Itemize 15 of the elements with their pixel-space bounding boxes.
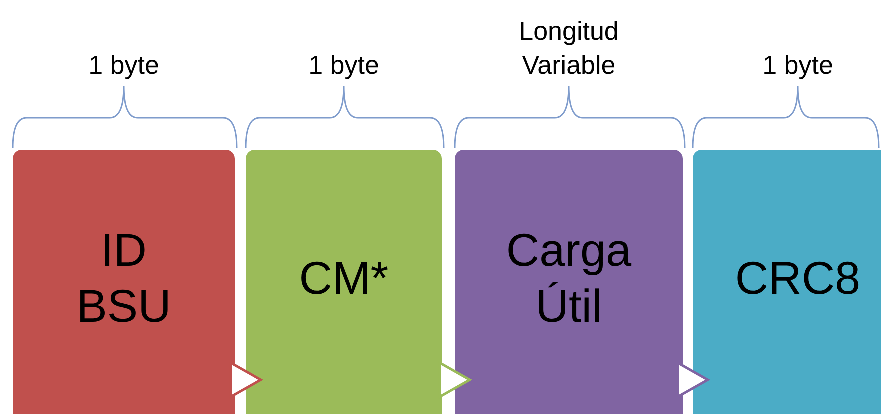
node-label: ID BSU [76, 223, 172, 334]
size-label: 1 byte [88, 49, 160, 82]
size-label: Longitud Variable [518, 15, 620, 82]
node-label: Carga Útil [505, 223, 633, 334]
node-label: CRC8 [734, 251, 862, 306]
size-label: 1 byte [762, 49, 834, 82]
size-label: 1 byte [308, 49, 380, 82]
node-label: CM* [298, 251, 390, 306]
process-box [455, 150, 683, 414]
process-box [246, 150, 442, 414]
process-box [693, 150, 881, 414]
arrow [230, 362, 262, 398]
process-box [13, 150, 235, 414]
arrow [676, 362, 710, 398]
arrow [438, 362, 472, 398]
